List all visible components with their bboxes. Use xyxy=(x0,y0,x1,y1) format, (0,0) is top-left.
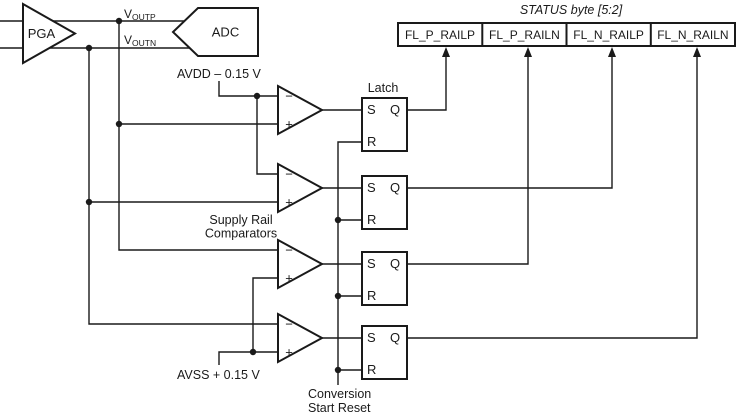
avdd-stub-wire xyxy=(218,81,278,97)
junction-dot xyxy=(253,92,261,100)
junction-dot xyxy=(334,216,342,224)
voutp-drop-wire xyxy=(118,21,278,251)
comparator-minus-sign: − xyxy=(285,317,293,332)
status-bit-fl-p-railp: FL_P_RAILP xyxy=(405,28,475,42)
conversion-start-reset-rail-wire xyxy=(337,141,362,385)
avdd-to-comp2-wire xyxy=(256,96,278,175)
comparator-2: − + xyxy=(277,162,325,214)
latch-q-pin: Q xyxy=(390,180,400,195)
reset-label-line1: Conversion xyxy=(308,387,371,401)
comparator-plus-sign: + xyxy=(285,117,293,132)
reset-label-line2: Start Reset xyxy=(308,401,371,415)
latch-4: S Q R xyxy=(361,325,408,380)
junction-dot xyxy=(115,17,123,25)
comparator-minus-sign: − xyxy=(285,89,293,104)
latch-s-pin: S xyxy=(367,102,376,117)
wires xyxy=(0,20,698,385)
status-arrows xyxy=(442,47,701,57)
comparator-minus-sign: − xyxy=(285,167,293,182)
adc-block: ADC xyxy=(171,7,259,57)
voutn-drop-wire xyxy=(88,48,278,325)
latch-box xyxy=(361,97,408,152)
comparator-3: − + xyxy=(277,238,325,290)
arrow-up-icon xyxy=(693,47,701,57)
supply-rail-caption-line1: Supply Rail xyxy=(209,213,272,227)
latch-q-pin: Q xyxy=(390,102,400,117)
junction-dot xyxy=(334,366,342,374)
latch-r-pin: R xyxy=(367,134,376,149)
avss-to-comp3-wire xyxy=(252,277,278,352)
voutn-label: VOUTN xyxy=(124,33,156,48)
pga-block: PGA xyxy=(22,2,78,65)
conversion-start-reset-label: Conversion Start Reset xyxy=(308,387,371,415)
latch-s-pin: S xyxy=(367,180,376,195)
junction-dot xyxy=(85,198,93,206)
latch-box xyxy=(361,175,408,230)
status-bit-fl-n-railp: FL_N_RAILP xyxy=(573,28,644,42)
pga-triangle xyxy=(22,2,78,65)
comparator-plus-sign: + xyxy=(285,345,293,360)
avss-threshold-label: AVSS + 0.15 V xyxy=(177,368,260,382)
latch-r-pin: R xyxy=(367,362,376,377)
latch-q-pin: Q xyxy=(390,256,400,271)
latch-r-pin: R xyxy=(367,212,376,227)
comparator-plus-sign: + xyxy=(285,195,293,210)
latch2-q-route-wire xyxy=(407,56,613,189)
latch-s-pin: S xyxy=(367,256,376,271)
comparator-1: − + xyxy=(277,84,325,136)
pga-label: PGA xyxy=(28,26,56,41)
arrow-up-icon xyxy=(608,47,616,57)
voutp-label: VOUTP xyxy=(124,7,156,22)
latch-caption: Latch xyxy=(368,81,399,95)
latch-1: S Q R xyxy=(361,97,408,152)
avdd-threshold-label: AVDD – 0.15 V xyxy=(177,67,262,81)
junction-dot xyxy=(115,120,123,128)
arrow-up-icon xyxy=(442,47,450,57)
latch-box xyxy=(361,325,408,380)
junction-dot xyxy=(249,348,257,356)
status-byte-register: STATUS byte [5:2] FL_P_RAILP FL_P_RAILN … xyxy=(397,3,736,47)
status-bit-fl-n-railn: FL_N_RAILN xyxy=(657,28,728,42)
comparator-4: − + xyxy=(277,312,325,364)
latch-2: S Q R xyxy=(361,175,408,230)
latch-r-pin: R xyxy=(367,288,376,303)
latch4-q-route-wire xyxy=(407,56,698,339)
adc-label: ADC xyxy=(212,25,239,40)
arrow-up-icon xyxy=(524,47,532,57)
latch-s-pin: S xyxy=(367,330,376,345)
comparator-triangle xyxy=(277,84,325,136)
comparator-triangle xyxy=(277,238,325,290)
signal-labels: VOUTP VOUTN AVDD – 0.15 V AVSS + 0.15 V … xyxy=(124,7,277,382)
comparator-plus-sign: + xyxy=(285,271,293,286)
latch3-q-route-wire xyxy=(407,56,529,265)
latch-box xyxy=(361,251,408,306)
comparator-triangle xyxy=(277,162,325,214)
latch1-q-route-wire xyxy=(407,56,447,111)
comparator-triangle xyxy=(277,312,325,364)
junction-dot xyxy=(85,44,93,52)
avss-stub-wire xyxy=(218,351,278,365)
junction-dots xyxy=(85,17,342,374)
junction-dot xyxy=(334,292,342,300)
status-bit-fl-p-railn: FL_P_RAILN xyxy=(489,28,560,42)
adc-pentagon xyxy=(171,7,259,57)
status-byte-title: STATUS byte [5:2] xyxy=(520,3,623,17)
comparator-minus-sign: − xyxy=(285,243,293,258)
latch-3: S Q R xyxy=(361,251,408,306)
supply-rail-caption-line2: Comparators xyxy=(205,227,277,241)
latch-q-pin: Q xyxy=(390,330,400,345)
